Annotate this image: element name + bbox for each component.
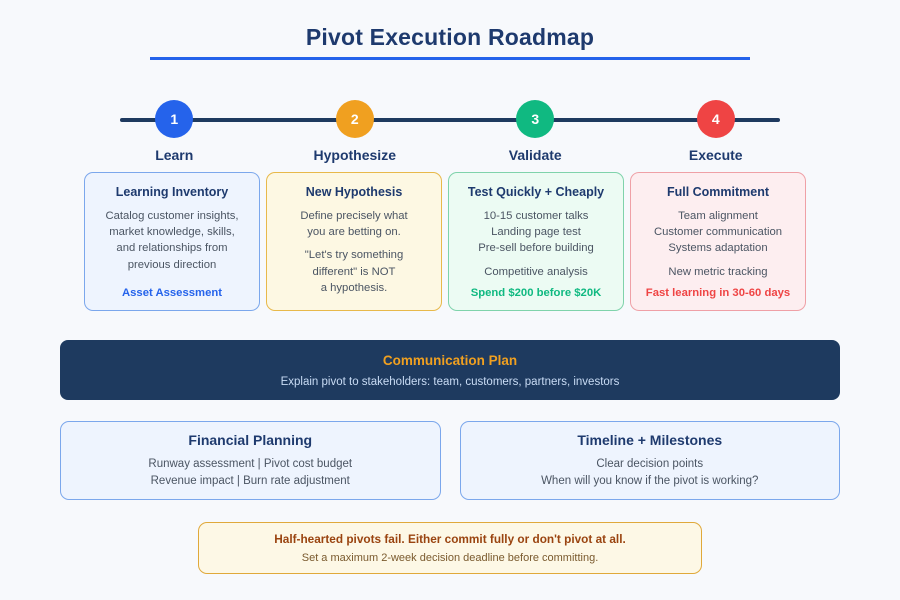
support-panel-line: When will you know if the pivot is worki…	[541, 474, 759, 487]
step-label: Validate	[508, 147, 562, 163]
title-underline	[150, 57, 750, 60]
support-panel-line: Revenue impact | Burn rate adjustment	[150, 474, 350, 487]
phase-card-line: and relationships from	[116, 242, 228, 255]
phase-card-lines: Define precisely what you are betting on.…	[275, 208, 433, 299]
support-panel-line: Runway assessment | Pivot cost budget	[148, 458, 353, 470]
phase-card-line: Systems adaptation	[668, 242, 768, 255]
phase-card-line: different" is NOT	[312, 265, 396, 278]
phase-card-title: Test Quickly + Cheaply	[467, 185, 605, 199]
warning-callout: Half-hearted pivots fail. Either commit …	[198, 522, 702, 574]
phase-card-line: a hypothesis.	[320, 281, 388, 294]
phase-card-footer: Asset Assessment	[121, 287, 223, 299]
phase-card-lines: Catalog customer insights, market knowled…	[93, 208, 251, 283]
line-gap	[457, 257, 615, 264]
communication-plan-banner: Communication Plan Explain pivot to stak…	[60, 340, 840, 400]
phase-card-title: New Hypothesis	[305, 185, 403, 199]
step-label: Hypothesize	[313, 147, 396, 163]
phase-card-footer: Spend $200 before $20K	[470, 287, 602, 299]
phase-card-line: Landing page test	[491, 226, 581, 239]
step-label: Learn	[155, 147, 194, 163]
step-node-3[interactable]: 3	[516, 100, 555, 138]
step-node-4[interactable]: 4	[696, 100, 735, 138]
phase-card-line: "Let's try something	[304, 249, 404, 262]
page-title: Pivot Execution Roadmap	[305, 24, 595, 50]
line-gap	[639, 257, 797, 264]
phase-card-line: previous direction	[127, 258, 217, 271]
phase-card-line: market knowledge, skills,	[109, 226, 235, 239]
timeline-track	[120, 118, 780, 122]
step-node-1[interactable]: 1	[155, 100, 194, 138]
phase-card-line: Define precisely what	[300, 210, 408, 222]
phase-card-footer: Fast learning in 30-60 days	[645, 287, 791, 299]
banner-subtitle: Explain pivot to stakeholders: team, cus…	[280, 375, 620, 388]
phase-card-line: you are betting on.	[307, 226, 401, 239]
step-node-2[interactable]: 2	[335, 100, 374, 138]
step-label: Execute	[688, 147, 743, 163]
phase-card-line: Competitive analysis	[484, 265, 588, 278]
phase-card-title: Full Commitment	[666, 185, 770, 199]
phase-card-line: 10-15 customer talks	[483, 210, 589, 222]
support-panel-line: Clear decision points	[596, 458, 704, 470]
phase-card-line: Pre-sell before building	[478, 242, 594, 255]
callout-title: Half-hearted pivots fail. Either commit …	[274, 532, 626, 546]
phase-card-line: Catalog customer insights,	[105, 210, 239, 222]
line-gap	[275, 240, 433, 247]
phase-card-line: Customer communication	[653, 226, 783, 239]
support-panel-title: Financial Planning	[188, 432, 313, 448]
support-panel-title: Timeline + Milestones	[577, 432, 723, 448]
callout-subtitle: Set a maximum 2-week decision deadline b…	[301, 552, 599, 564]
phase-card-line: Team alignment	[678, 210, 758, 222]
banner-title: Communication Plan	[382, 352, 518, 368]
phase-card[interactable]: Test Quickly + Cheaply 10-15 customer tal…	[448, 172, 624, 311]
phase-card-title: Learning Inventory	[115, 185, 229, 199]
phase-card-line: New metric tracking	[668, 265, 768, 278]
